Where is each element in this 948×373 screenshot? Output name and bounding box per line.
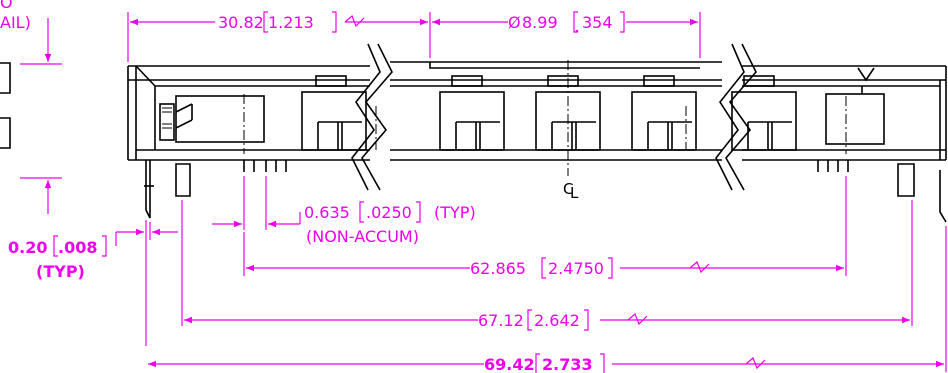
diameter-imperial: 354 bbox=[582, 13, 613, 32]
post-span-imperial: 2.642 bbox=[534, 311, 580, 330]
top-left-note-line2: AIL) bbox=[0, 13, 31, 32]
port-cavity-2 bbox=[439, 91, 505, 151]
center-lines: C L bbox=[243, 60, 847, 202]
overall-metric: 69.42 bbox=[484, 355, 535, 373]
post-span-metric: 67.12 bbox=[478, 311, 524, 330]
dimension-post-span: 67.12 2.642 bbox=[181, 200, 913, 331]
pin-pitch-note-typ: (TYP) bbox=[434, 203, 476, 222]
centerline-symbol: C bbox=[563, 180, 573, 198]
connector-body bbox=[127, 43, 947, 191]
overall-imperial: 2.733 bbox=[542, 355, 593, 373]
centerline-label: L bbox=[570, 184, 579, 202]
pin-thickness-imperial: .008 bbox=[58, 238, 97, 257]
diameter-metric: 8.99 bbox=[522, 13, 558, 32]
top-left-note-line1: O bbox=[0, 0, 13, 12]
pin-thickness-metric: 0.20 bbox=[8, 238, 47, 257]
pin-pitch-note-nonaccum: (NON-ACCUM) bbox=[306, 227, 419, 246]
left-detail-fragment: O AIL) bbox=[0, 0, 62, 214]
dimension-pin-thickness: 0.20 .008 (TYP) bbox=[8, 220, 178, 346]
port-cavity-5 bbox=[731, 91, 797, 151]
pin-pitch-imperial: .0250 bbox=[366, 203, 412, 222]
port-cavity-4 bbox=[631, 91, 697, 151]
pin-span-metric: 62.865 bbox=[470, 259, 526, 278]
diameter-symbol: Ø bbox=[508, 13, 521, 32]
pin-pitch-metric: 0.635 bbox=[304, 203, 350, 222]
pins bbox=[243, 160, 849, 172]
dimension-pin-span: 62.865 2.4750 bbox=[243, 176, 847, 279]
pitch-imperial: 1.213 bbox=[268, 13, 314, 32]
pin-span-imperial: 2.4750 bbox=[548, 259, 604, 278]
pitch-metric: 30.82 bbox=[218, 13, 264, 32]
port-cavity-1 bbox=[301, 91, 367, 151]
dimension-overall: 69.42 2.733 bbox=[148, 226, 947, 373]
dimension-pin-pitch: 0.635 .0250 (TYP) (NON-ACCUM) bbox=[212, 176, 476, 246]
dimension-diameter: Ø 8.99 354 bbox=[432, 11, 701, 58]
pin-thickness-note: (TYP) bbox=[36, 262, 85, 281]
board-posts bbox=[144, 160, 947, 223]
dimension-pitch: 30.82 1.213 bbox=[127, 11, 431, 62]
